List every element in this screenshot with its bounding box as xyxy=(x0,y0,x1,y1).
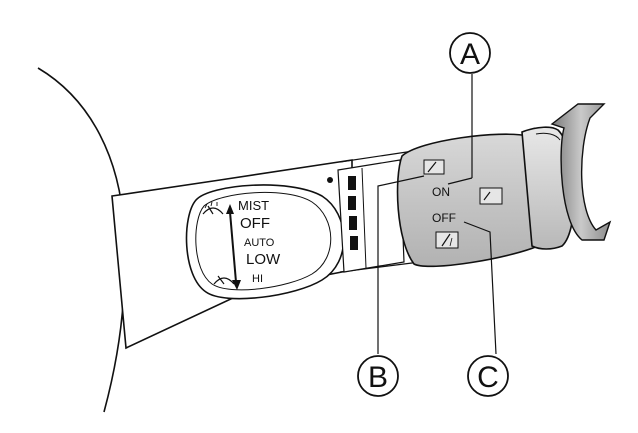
label-mist: MIST xyxy=(238,198,269,213)
callout-b: B xyxy=(357,355,399,397)
rear-window-icon xyxy=(479,187,503,205)
mode-arrow-indicator xyxy=(226,204,241,290)
front-wiper-dial[interactable]: MIST OFF AUTO LOW HI xyxy=(185,184,345,300)
indicator-dot-top xyxy=(327,177,333,183)
front-wiper-icon xyxy=(202,201,224,215)
callout-c-letter: C xyxy=(477,361,499,394)
callout-a: A xyxy=(449,32,491,74)
grip-collar[interactable] xyxy=(327,159,413,273)
label-hi: HI xyxy=(252,273,263,285)
callout-c: C xyxy=(467,355,509,397)
rear-wiper-icon xyxy=(423,159,445,175)
rear-label-on: ON xyxy=(432,185,450,199)
steering-column xyxy=(37,67,126,413)
label-auto: AUTO xyxy=(244,237,275,249)
label-low: LOW xyxy=(246,251,281,268)
callout-a-letter: A xyxy=(460,38,480,71)
rear-washer-icon xyxy=(435,231,459,249)
callout-b-letter: B xyxy=(368,361,388,394)
rear-label-off: OFF xyxy=(432,211,456,225)
washer-icon xyxy=(213,275,235,285)
rear-wiper-ring[interactable]: ON OFF xyxy=(396,133,539,268)
turn-arrows-icon xyxy=(550,103,612,241)
label-off: OFF xyxy=(240,215,270,232)
callout-lines xyxy=(377,74,497,355)
